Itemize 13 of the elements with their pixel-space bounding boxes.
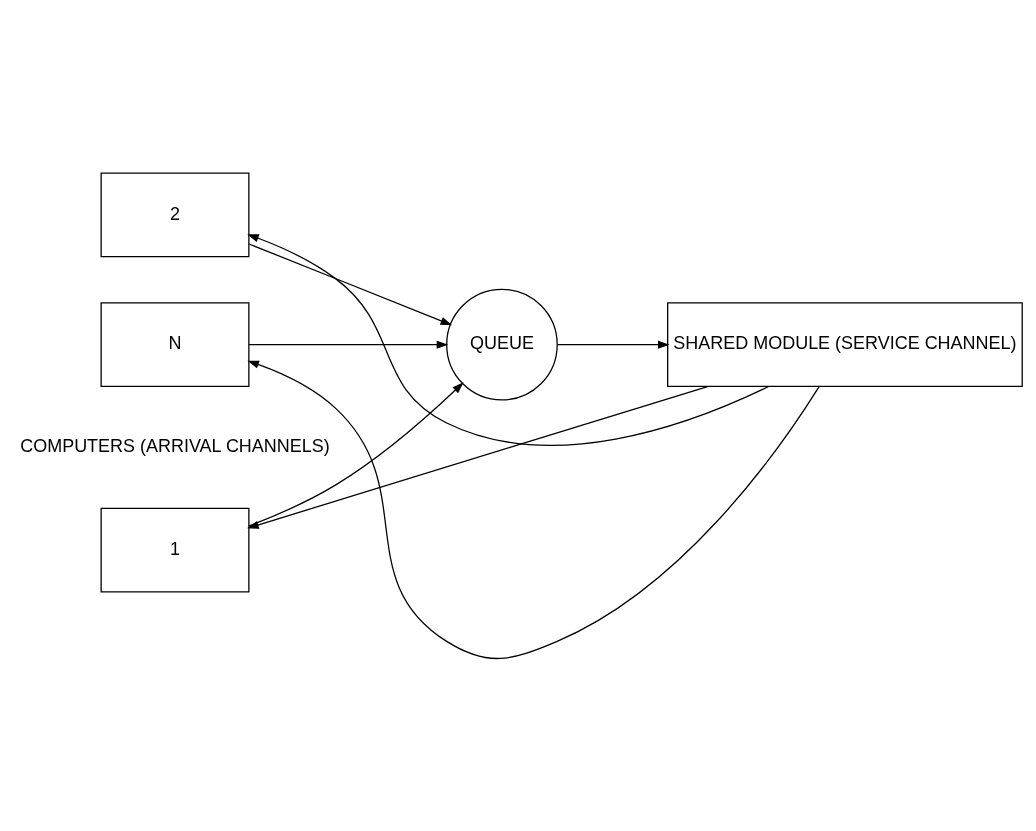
node-circle: QUEUE [446,288,558,400]
arrow [248,242,453,325]
node-box: 1 [100,507,250,593]
node-box: 2 [100,172,250,257]
node-box: SHARED MODULE (SERVICE CHANNEL) [667,301,1023,387]
arrow [247,360,820,659]
arrow [247,385,709,529]
arrow [248,381,464,527]
arrow [248,340,449,349]
arrow [247,233,770,446]
label: COMPUTERS (ARRIVAL CHANNELS) [20,435,330,456]
node-box: N [100,301,250,387]
arrow [556,340,670,349]
